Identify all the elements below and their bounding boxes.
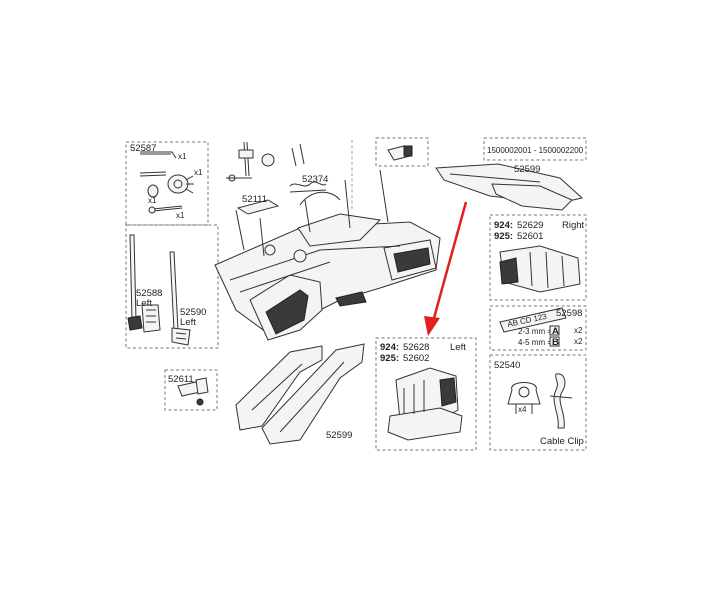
screw-icon [152,205,183,210]
label-52587: 52587 [130,143,156,154]
bolt-icon [139,171,167,174]
clip-52611 [177,377,209,406]
label-left: Left [450,342,466,353]
qty-x1-c: x1 [148,196,157,205]
top-clip-part [387,145,413,161]
label-925-left: 925: [380,353,399,364]
label-52111: 52111 [242,194,267,205]
box-top-clip [375,137,429,167]
pads-52599-top [435,163,584,211]
arm-52590 [169,251,191,346]
qty-x1-a: x1 [178,152,187,161]
box-52598 [489,305,587,351]
bike-carrier-main-body [214,169,441,341]
label-mm-b-qty: x2 [574,337,583,346]
box-52611 [164,369,218,411]
label-924-left: 924: [380,342,399,353]
allen-key-icon [140,151,177,159]
box-right-foot [489,214,587,301]
qty-x1-d: x1 [176,211,185,220]
foot-right [499,245,581,293]
box-52587 [125,141,209,226]
box-52540 [489,354,587,451]
label-924-right: 924: [494,220,513,231]
label-mm-a: 2-3 mm = [518,327,552,336]
label-52629: 52629 [517,220,543,231]
arm-52588 [127,234,143,331]
cable-icon [549,373,573,429]
bolt-stack-52111 [226,141,305,215]
label-52540: 52540 [494,360,520,371]
foot-left [387,367,463,441]
label-52628: 52628 [403,342,429,353]
label-52374: 52374 [302,174,328,185]
spring-52374 [289,181,327,193]
cable-clip-icon [507,382,541,414]
label-cable-clip: Cable Clip [540,436,584,447]
qty-x4: x4 [518,405,527,414]
tool-set-52587 [139,151,194,214]
label-52588: 52588 [136,288,162,299]
label-52602: 52602 [403,353,429,364]
label-52588-side: Left [136,298,152,309]
label-52590-side: Left [180,317,196,328]
label-52611: 52611 [168,374,194,385]
label-52598: 52598 [556,308,582,319]
label-mm-b: 4-5 mm = [518,338,552,347]
label-serial-range: 1500002001 - 1500002200 [487,146,584,155]
box-serial [483,137,587,161]
label-925-right: 925: [494,231,513,242]
pads-52599-bottom [235,343,365,445]
box-left-foot [375,337,477,451]
label-right: Right [562,220,585,231]
label-52599-top: 52599 [514,164,540,175]
box-52588-52590 [125,224,219,349]
label-52599-bottom: 52599 [326,430,352,441]
label-52601: 52601 [517,231,543,242]
label-mm-a-letter: A [552,326,559,337]
label-52590: 52590 [180,307,206,318]
red-arrow-indicator [424,201,468,336]
qty-x1-b: x1 [194,168,203,177]
label-mm-b-letter: B [552,337,559,348]
license-plate-52598 [499,307,567,333]
label-mm-a-qty: x2 [574,326,583,335]
nut-icon [147,184,159,198]
clamp-52588 [141,304,161,333]
